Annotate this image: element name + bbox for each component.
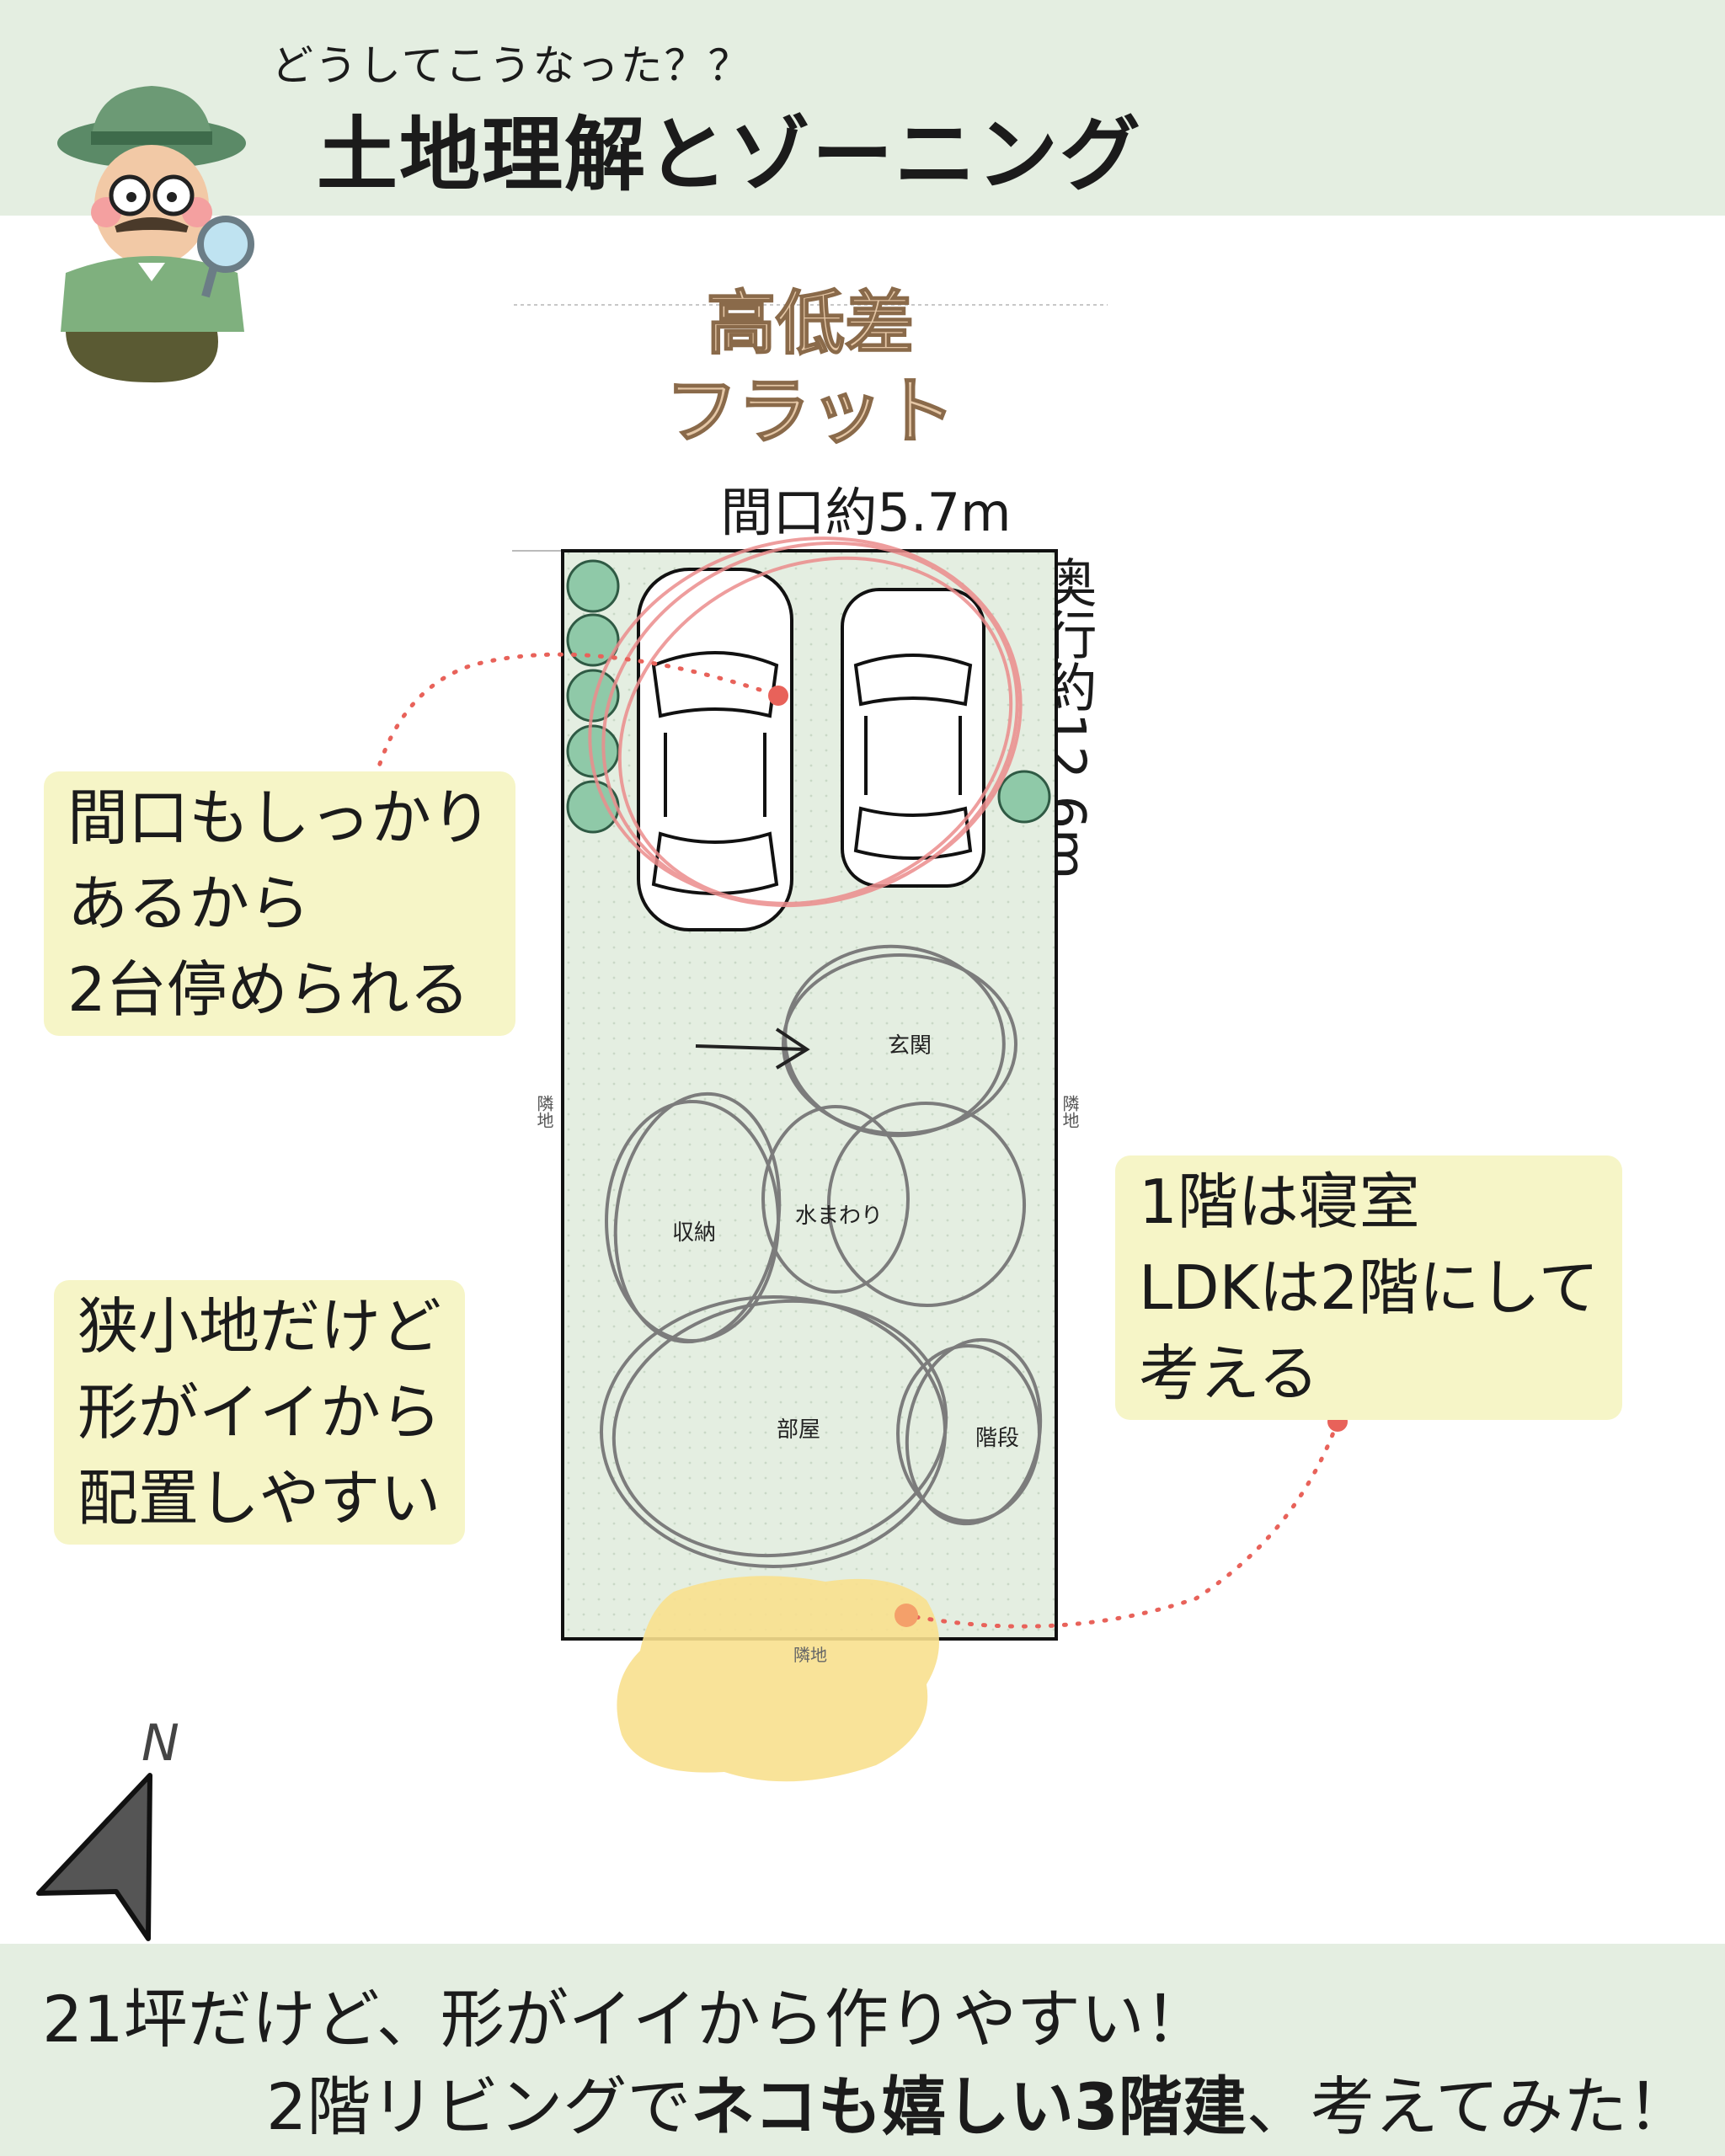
- zoning-sketch: [600, 944, 1043, 1568]
- callout-shape-line: 配置しやすい: [77, 1463, 441, 1534]
- entrance-arrow-icon: [695, 1027, 810, 1070]
- leader-dot: [768, 686, 788, 706]
- floors-leader-line: [904, 1419, 1340, 1629]
- footer-line-2-end: 、考えてみた！: [1246, 2069, 1691, 2144]
- detective-mascot-icon: [57, 86, 254, 383]
- callout-shape-line: 形がイイから: [77, 1377, 442, 1448]
- tree-icon: [566, 613, 620, 667]
- neighbor-bottom-label: 隣地: [793, 1645, 827, 1665]
- terrain-heading: 高低差: [707, 284, 914, 364]
- header-band: [0, 0, 1725, 216]
- zone-water-label: 水まわり: [795, 1203, 883, 1229]
- callout-floors: 1階は寝室 LDKは2階にして 考える: [1115, 1155, 1623, 1420]
- tree-icon: [997, 770, 1051, 824]
- zone-entrance-label: 玄関: [888, 1033, 932, 1059]
- callout-parking-line: あるから: [67, 868, 311, 939]
- zone-room-label: 部屋: [777, 1417, 820, 1443]
- header-subtitle: どうしてこうなった？？: [271, 41, 752, 90]
- tree-icon: [566, 559, 620, 613]
- parking-leader-line: [370, 652, 781, 792]
- footer-line-2: 2階リビングでネコも嬉しい3階建、考えてみた！: [266, 2055, 1691, 2148]
- compass-label: N: [142, 1714, 179, 1773]
- north-compass-icon: N: [36, 1714, 179, 1941]
- tree-icon: [566, 669, 620, 723]
- callout-shape: 狭小地だけど 形がイイから 配置しやすい: [54, 1280, 466, 1545]
- callout-shape-line: 狭小地だけど: [77, 1291, 442, 1362]
- footer-line-2-start: 2階リビングで: [266, 2069, 692, 2144]
- footer-line-2-bold: ネコも嬉しい3階建: [691, 2069, 1247, 2144]
- callout-floors-line: LDKは2階にして: [1139, 1252, 1599, 1323]
- zone-water-circle: [761, 1105, 910, 1294]
- zone-storage-label: 収納: [672, 1220, 716, 1246]
- callout-parking: 間口もしっかり あるから 2台停められる: [44, 771, 516, 1036]
- footer-line-1: 21坪だけど、形がイイから作りやすい！: [42, 1982, 1209, 2057]
- callout-floors-line: 考える: [1139, 1338, 1319, 1409]
- zone-entrance-circle: [782, 953, 1017, 1135]
- footer-band: [0, 1944, 1725, 2156]
- car-left-icon: [637, 568, 793, 931]
- callout-parking-line: 2台停められる: [67, 954, 470, 1025]
- car-right-icon: [841, 588, 985, 888]
- page-title: 土地理解とゾーニング: [317, 108, 1142, 202]
- frontage-label: 間口約5.7m: [721, 482, 1012, 543]
- neighbor-right-label: 隣地: [1060, 1095, 1080, 1129]
- zone-stairs-label: 階段: [975, 1426, 1019, 1451]
- callout-parking-line: 間口もしっかり: [67, 782, 493, 853]
- terrain-value: フラット: [665, 370, 955, 454]
- neighbor-left-label: 隣地: [534, 1095, 554, 1129]
- neighbor-highlight: [617, 1576, 939, 1782]
- leader-dot: [895, 1604, 918, 1627]
- parking-emphasis-circle: [588, 536, 1023, 908]
- callout-floors-line: 1階は寝室: [1139, 1166, 1420, 1237]
